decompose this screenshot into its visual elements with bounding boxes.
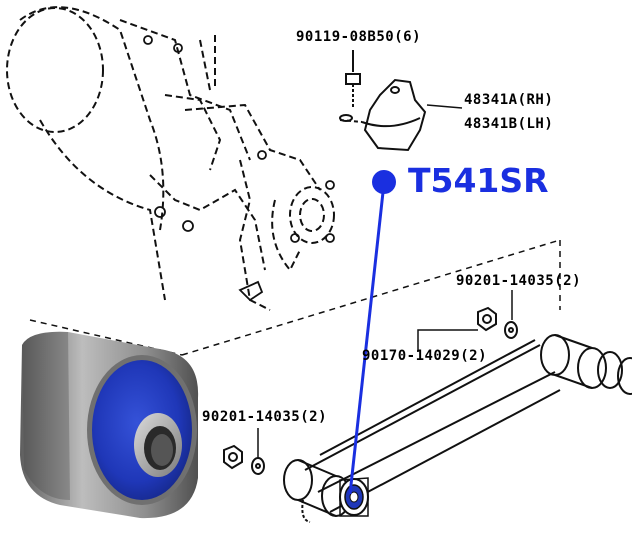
bushing-product-image — [20, 331, 199, 519]
zoom-projection-lines — [29, 239, 561, 356]
label-nut-lower: 90201-14035(2) — [202, 409, 328, 425]
axle-housing-outline — [6, 6, 335, 311]
nut-upper-icon — [477, 306, 518, 339]
label-bolt-lower: 90170-14029(2) — [362, 348, 488, 364]
bracket-icon — [339, 78, 427, 152]
label-bolt: 90119-08B50(6) — [296, 29, 422, 45]
label-nut-upper: 90201-14035(2) — [456, 273, 582, 289]
axle-housing-bolt-holes — [143, 35, 335, 302]
bolt-icon — [345, 50, 361, 108]
part-number-highlight: T541SR — [408, 161, 549, 200]
nut-lower-icon — [223, 444, 265, 475]
highlight-pointer — [348, 170, 396, 495]
label-bracket-rh: 48341A(RH) — [464, 92, 554, 108]
leader-lines — [257, 104, 513, 458]
label-bracket-lh: 48341B(LH) — [464, 116, 554, 132]
rod-end-bushing-icon — [339, 477, 369, 517]
